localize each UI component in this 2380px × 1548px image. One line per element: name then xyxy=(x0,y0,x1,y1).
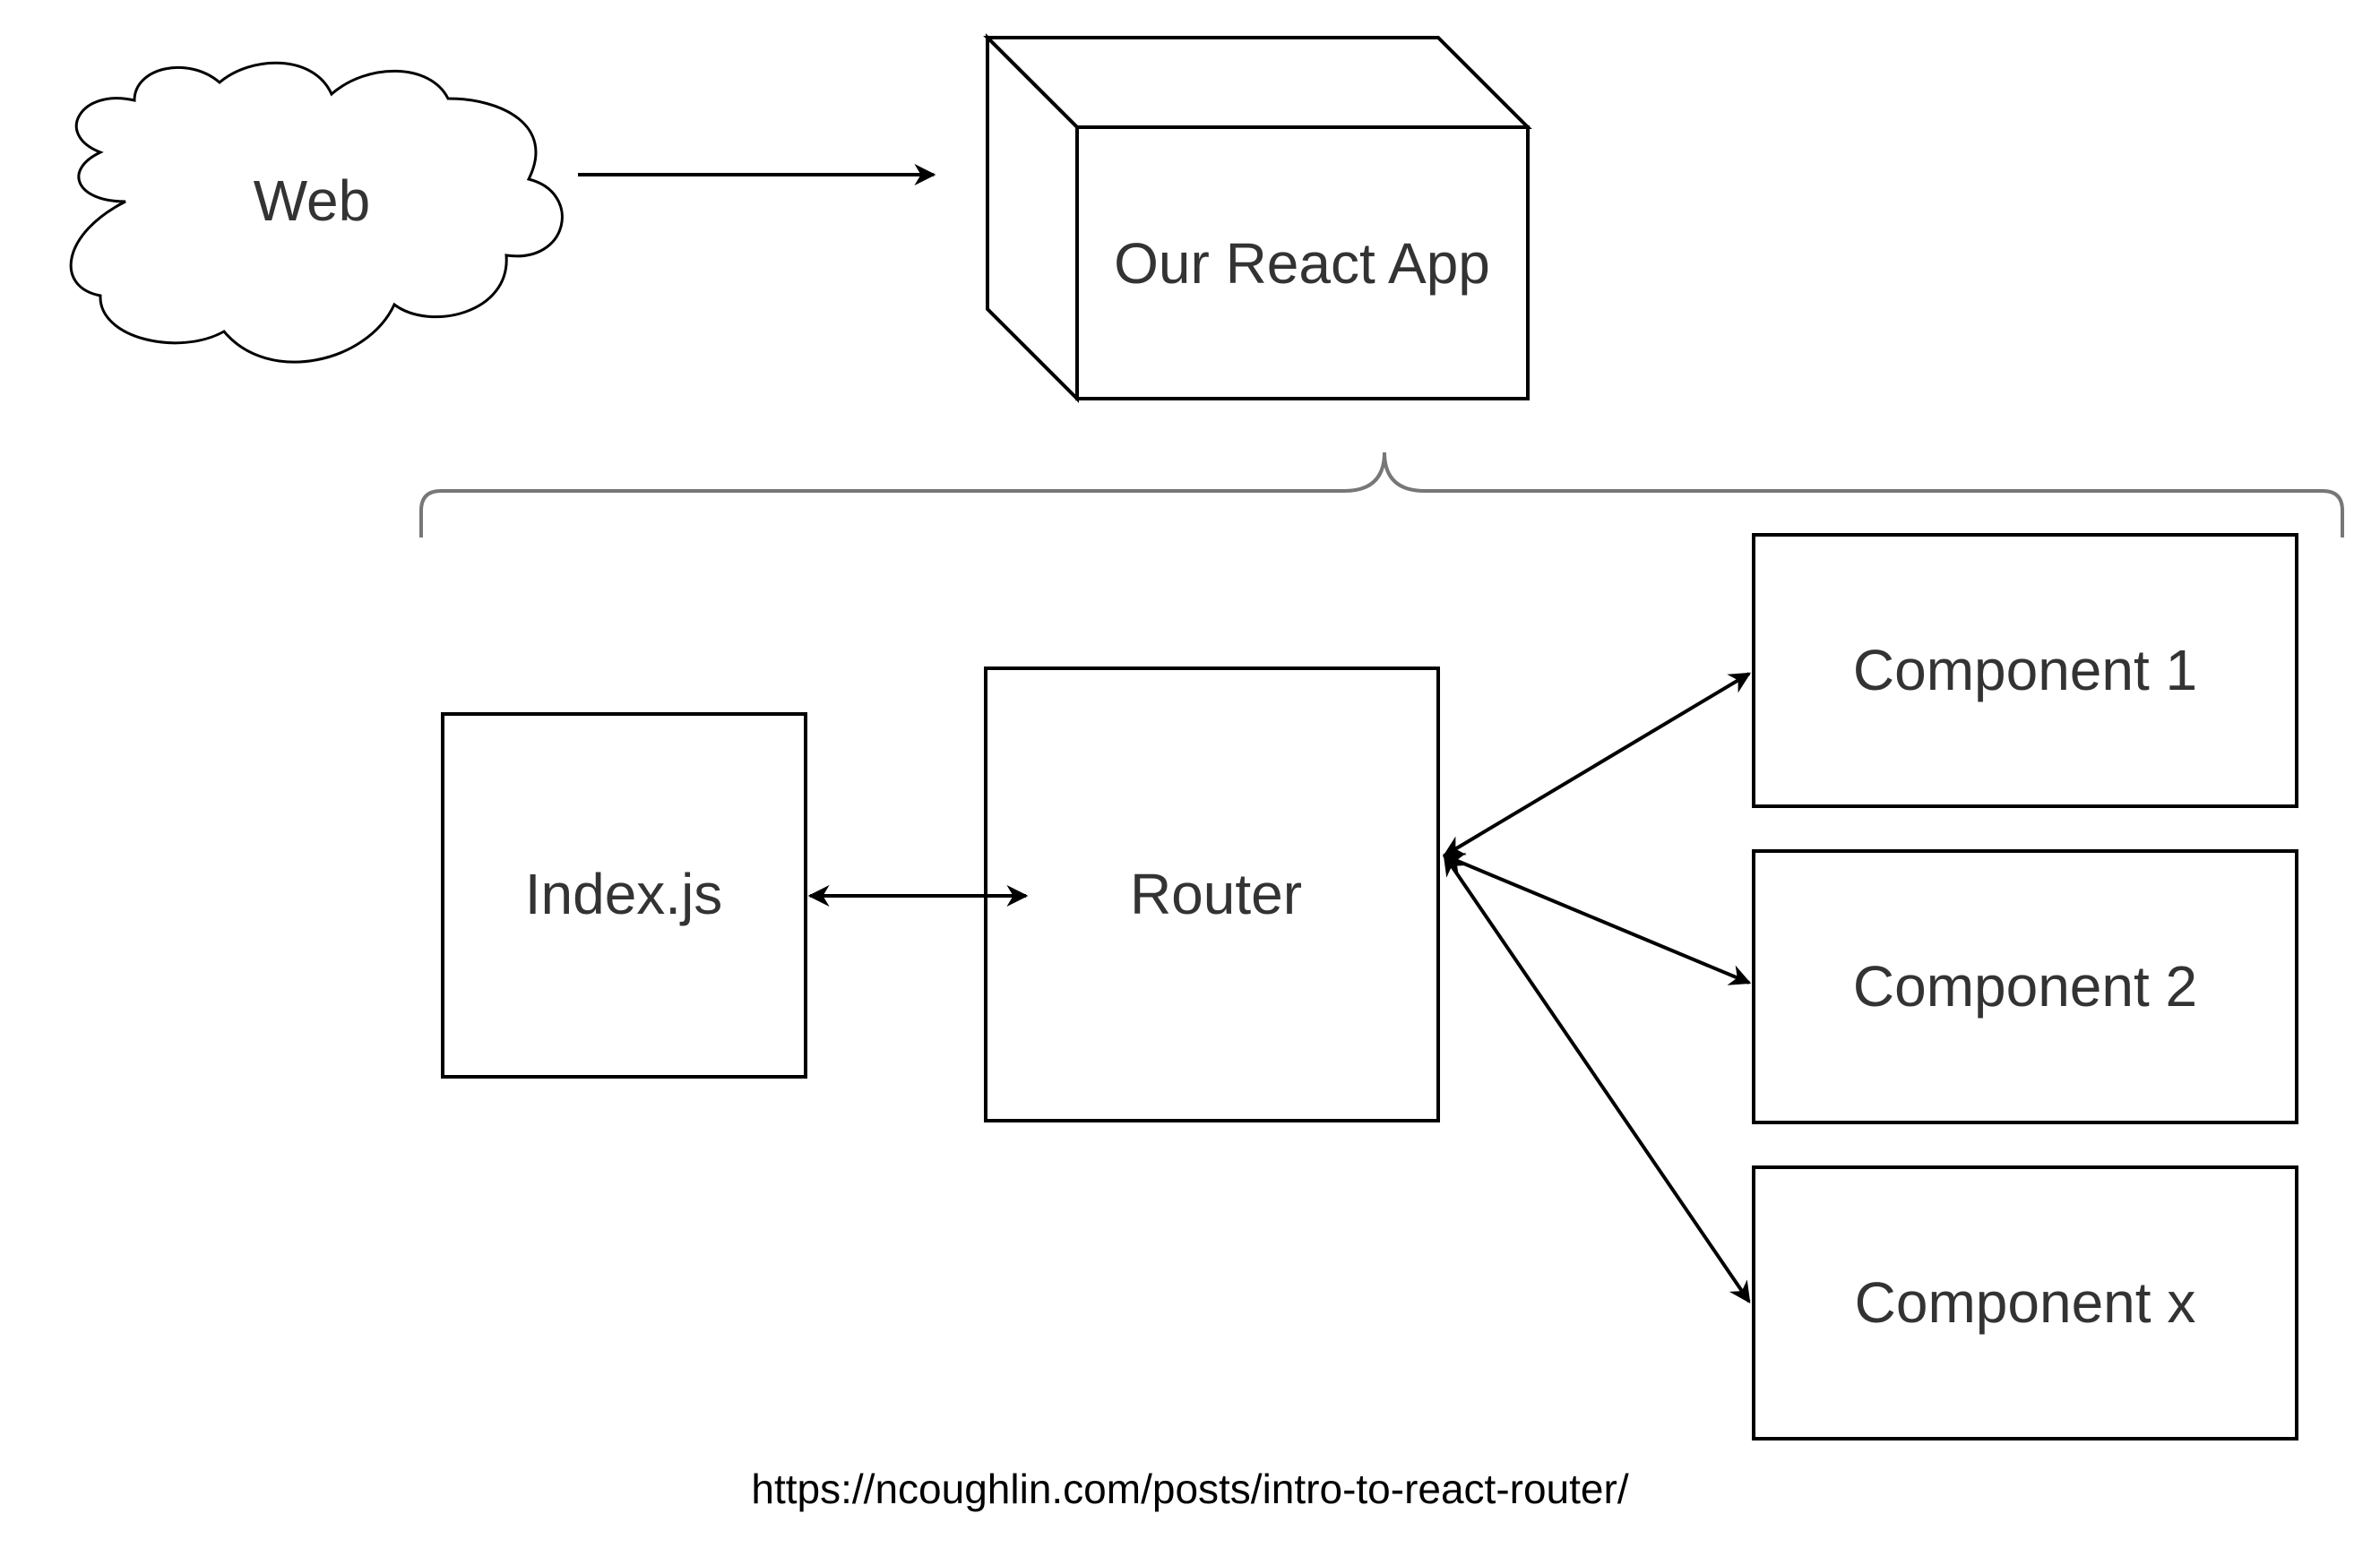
source-url-caption[interactable]: https://ncoughlin.com/posts/intro-to-rea… xyxy=(751,1466,1628,1512)
component-2-label: Component 2 xyxy=(1853,954,2197,1019)
grouping-brace xyxy=(419,452,2344,538)
component-2-box xyxy=(1752,849,2298,1124)
index-js-label: Index.js xyxy=(525,862,723,926)
index-js-node: Index.js xyxy=(441,712,807,1079)
index-js-box xyxy=(441,712,807,1079)
router-box xyxy=(984,666,1440,1122)
web-label: Web xyxy=(254,168,370,233)
react-app-label: Our React App xyxy=(1114,231,1490,296)
edge-router-component-1 xyxy=(1442,672,1752,857)
component-1-label: Component 1 xyxy=(1853,638,2197,702)
component-1-node: Component 1 xyxy=(1752,533,2298,808)
component-x-box xyxy=(1752,1165,2298,1440)
edge-router-component-x xyxy=(1443,854,1751,1303)
cloud-icon xyxy=(69,61,564,364)
component-x-label: Component x xyxy=(1855,1270,2196,1335)
edge-router-component-2 xyxy=(1442,853,1752,985)
router-node: Router xyxy=(984,666,1440,1122)
cube-front-face xyxy=(1075,125,1530,400)
cube-top-face xyxy=(983,36,1532,129)
router-label: Router xyxy=(1130,862,1302,926)
component-2-node: Component 2 xyxy=(1752,849,2298,1124)
component-1-box xyxy=(1752,533,2298,808)
component-x-node: Component x xyxy=(1752,1165,2298,1440)
web-cloud-node: Web xyxy=(69,61,564,364)
react-app-cube-node: Our React App xyxy=(983,33,1532,403)
